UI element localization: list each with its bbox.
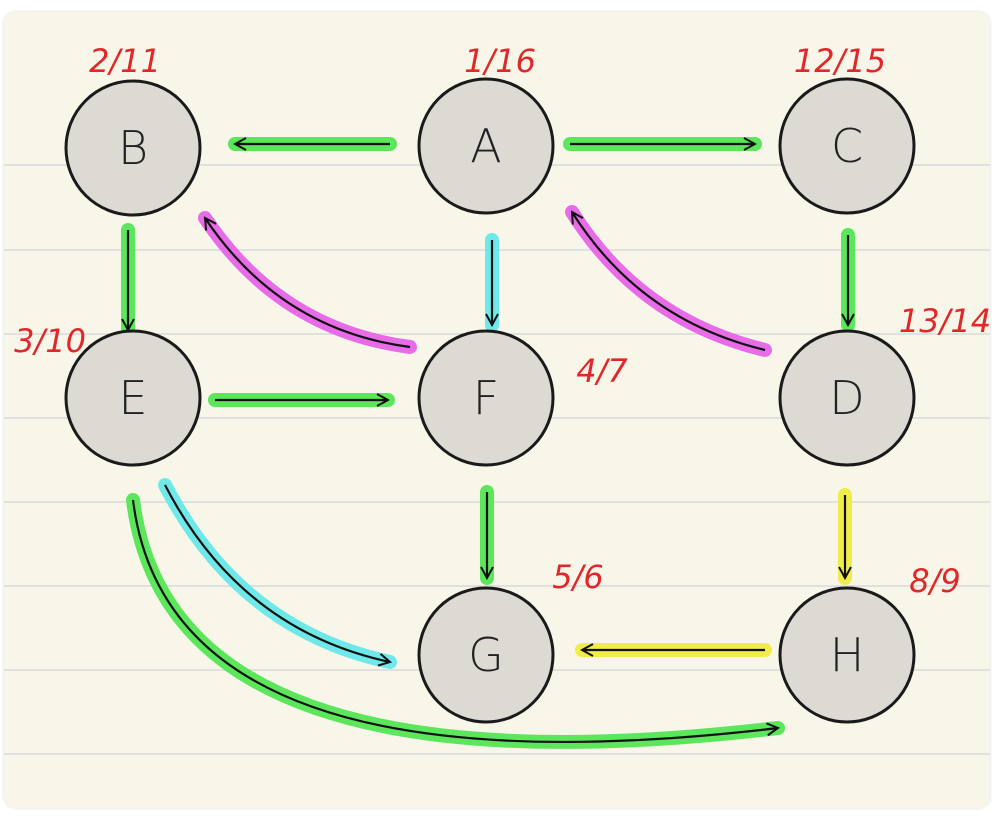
nodes: A 1/16B 2/11C 12/15D 13/14E 3/10F 4/7G 5/6H 8/9 xyxy=(14,42,990,724)
node-circle xyxy=(417,329,555,467)
node-circle xyxy=(417,586,555,724)
node-label: B xyxy=(118,121,148,175)
node-C: C 12/15 xyxy=(778,42,916,215)
edge-E-H xyxy=(126,493,785,749)
edges xyxy=(121,137,855,749)
edge-D-A xyxy=(565,205,772,357)
node-circle xyxy=(64,79,202,217)
edge-arrow xyxy=(164,484,390,662)
node-label: C xyxy=(831,119,863,173)
node-label: G xyxy=(468,628,504,682)
edge-E-G xyxy=(158,478,397,669)
node-A: A 1/16 xyxy=(417,42,555,215)
node-circle xyxy=(64,329,202,467)
node-D: D 13/14 xyxy=(778,302,990,467)
node-label: F xyxy=(473,371,499,425)
discovery-finish-time: 5/6 xyxy=(552,558,604,596)
node-circle xyxy=(778,586,916,724)
edge-arrow xyxy=(572,212,766,352)
node-label: D xyxy=(829,371,864,425)
edge-highlight xyxy=(198,211,417,354)
node-F: F 4/7 xyxy=(417,329,628,467)
discovery-finish-time: 13/14 xyxy=(899,302,990,340)
edge-arrow xyxy=(131,499,778,743)
edge-arrow xyxy=(205,218,411,349)
node-circle xyxy=(417,77,555,215)
discovery-finish-time: 1/16 xyxy=(464,42,536,80)
dfs-graph: A 1/16B 2/11C 12/15D 13/14E 3/10F 4/7G 5/6H 8/9 xyxy=(4,42,990,755)
node-circle xyxy=(778,77,916,215)
node-circle xyxy=(778,329,916,467)
edge-F-B xyxy=(198,211,417,354)
discovery-finish-time: 4/7 xyxy=(576,352,628,390)
discovery-finish-time: 8/9 xyxy=(909,562,961,600)
node-E: E 3/10 xyxy=(14,322,202,467)
node-H: H 8/9 xyxy=(778,562,961,724)
node-label: H xyxy=(830,628,865,682)
node-label: E xyxy=(118,371,147,425)
node-label: A xyxy=(470,119,501,173)
edge-highlight xyxy=(565,205,772,357)
discovery-finish-time: 2/11 xyxy=(89,42,161,80)
node-G: G 5/6 xyxy=(417,558,604,724)
discovery-finish-time: 12/15 xyxy=(794,42,886,80)
node-B: B 2/11 xyxy=(64,42,202,217)
discovery-finish-time: 3/10 xyxy=(14,322,86,360)
